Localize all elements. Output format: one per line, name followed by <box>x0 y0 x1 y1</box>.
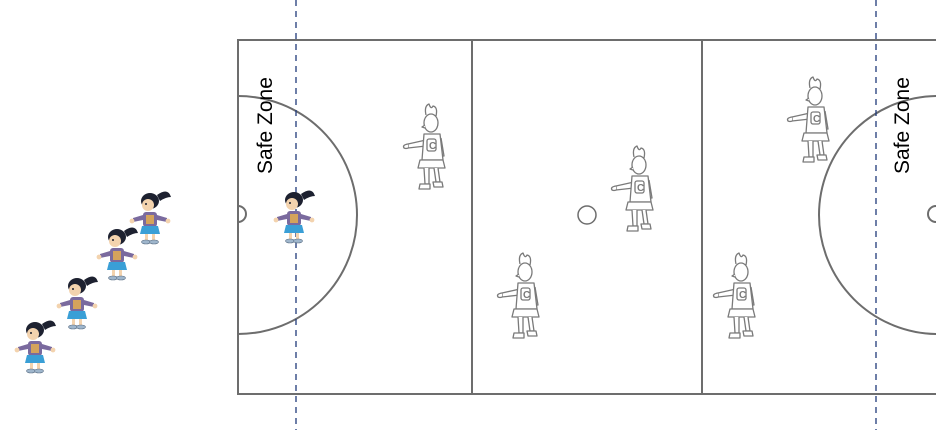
safe-zone-label-right: Safe Zone <box>892 78 914 174</box>
goal-post-right <box>928 206 936 222</box>
player-figure-icon <box>57 276 98 329</box>
centre-circle <box>578 206 596 224</box>
defender-figure-icon <box>404 104 446 189</box>
goal-post-left <box>238 206 246 222</box>
player-figure-icon <box>15 320 56 373</box>
defender-figure-icon <box>714 253 756 338</box>
defender-figure-icon <box>612 146 654 231</box>
player-figure-icon <box>130 191 171 244</box>
goal-circle-right <box>819 96 936 334</box>
safe-zone-label-left: Safe Zone <box>255 78 277 174</box>
player-figure-icon <box>274 190 315 243</box>
defender-figure-icon <box>788 77 830 162</box>
player-figure-icon <box>97 227 138 280</box>
court-boundary <box>238 40 936 394</box>
netball-court <box>238 40 936 394</box>
defender-figure-icon <box>498 253 540 338</box>
